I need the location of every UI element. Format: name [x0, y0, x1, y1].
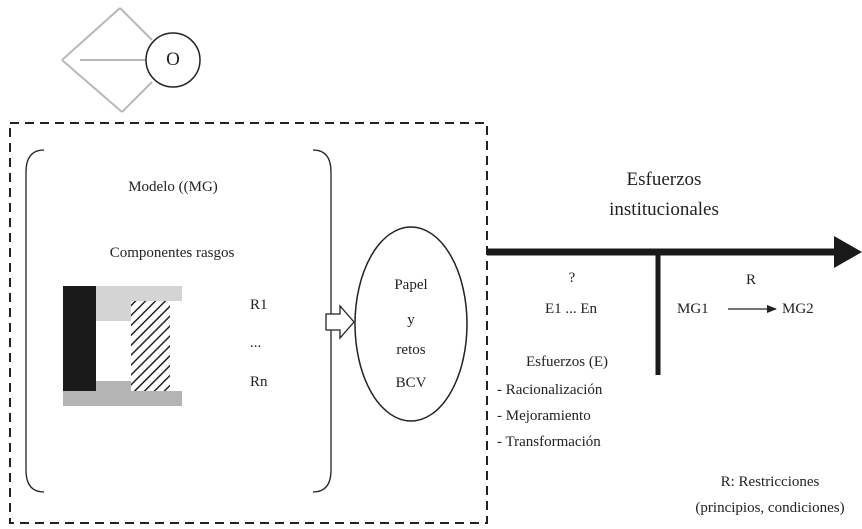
ellipse-line-3: retos [396, 342, 426, 358]
hollow-arrow [325, 304, 355, 340]
efforts-title: Esfuerzos (E) [525, 354, 609, 370]
effort-item-1: - Racionalización [497, 382, 603, 398]
model-subtitle: Componentes rasgos [109, 245, 235, 261]
effort-item-2: - Mejoramiento [497, 408, 591, 424]
arrow-label-line-1: Esfuerzos [626, 169, 702, 190]
ellipse-line-1: Papel [394, 277, 428, 293]
legend-line-2: (principios, condiciones) [695, 500, 845, 516]
ellipse-line-4: BCV [395, 375, 427, 391]
model-title: Modelo ((MG) [128, 179, 218, 195]
spoke-line-left-upper [61, 7, 121, 61]
range-label: E1 ... En [544, 301, 598, 317]
main-arrow-head [834, 236, 862, 268]
spoke-line-left-lower [61, 59, 123, 113]
ellipse-line-2: y [407, 312, 415, 328]
arrow-label-line-2: institucionales [609, 199, 719, 220]
legend-line-1: R: Restricciones [720, 474, 820, 490]
mg2-label: MG2 [782, 301, 814, 317]
effort-item-3: - Transformación [497, 434, 601, 450]
question-label: ? [568, 270, 576, 286]
r-dots-label: ... [250, 335, 262, 351]
r-transition-label: R [745, 272, 757, 288]
r-first-label: R1 [250, 297, 268, 313]
spoke-line-upper [119, 7, 153, 41]
top-node-group [61, 7, 201, 113]
left-bracket [25, 149, 45, 493]
dashed-container [9, 122, 488, 524]
component-block [63, 286, 182, 406]
top-node-label: O [166, 49, 180, 70]
r-last-label: Rn [250, 374, 268, 390]
papel-ellipse [354, 226, 468, 422]
spoke-line-lower [121, 81, 153, 113]
top-node-circle [145, 32, 201, 88]
mg1-label: MG1 [677, 301, 709, 317]
